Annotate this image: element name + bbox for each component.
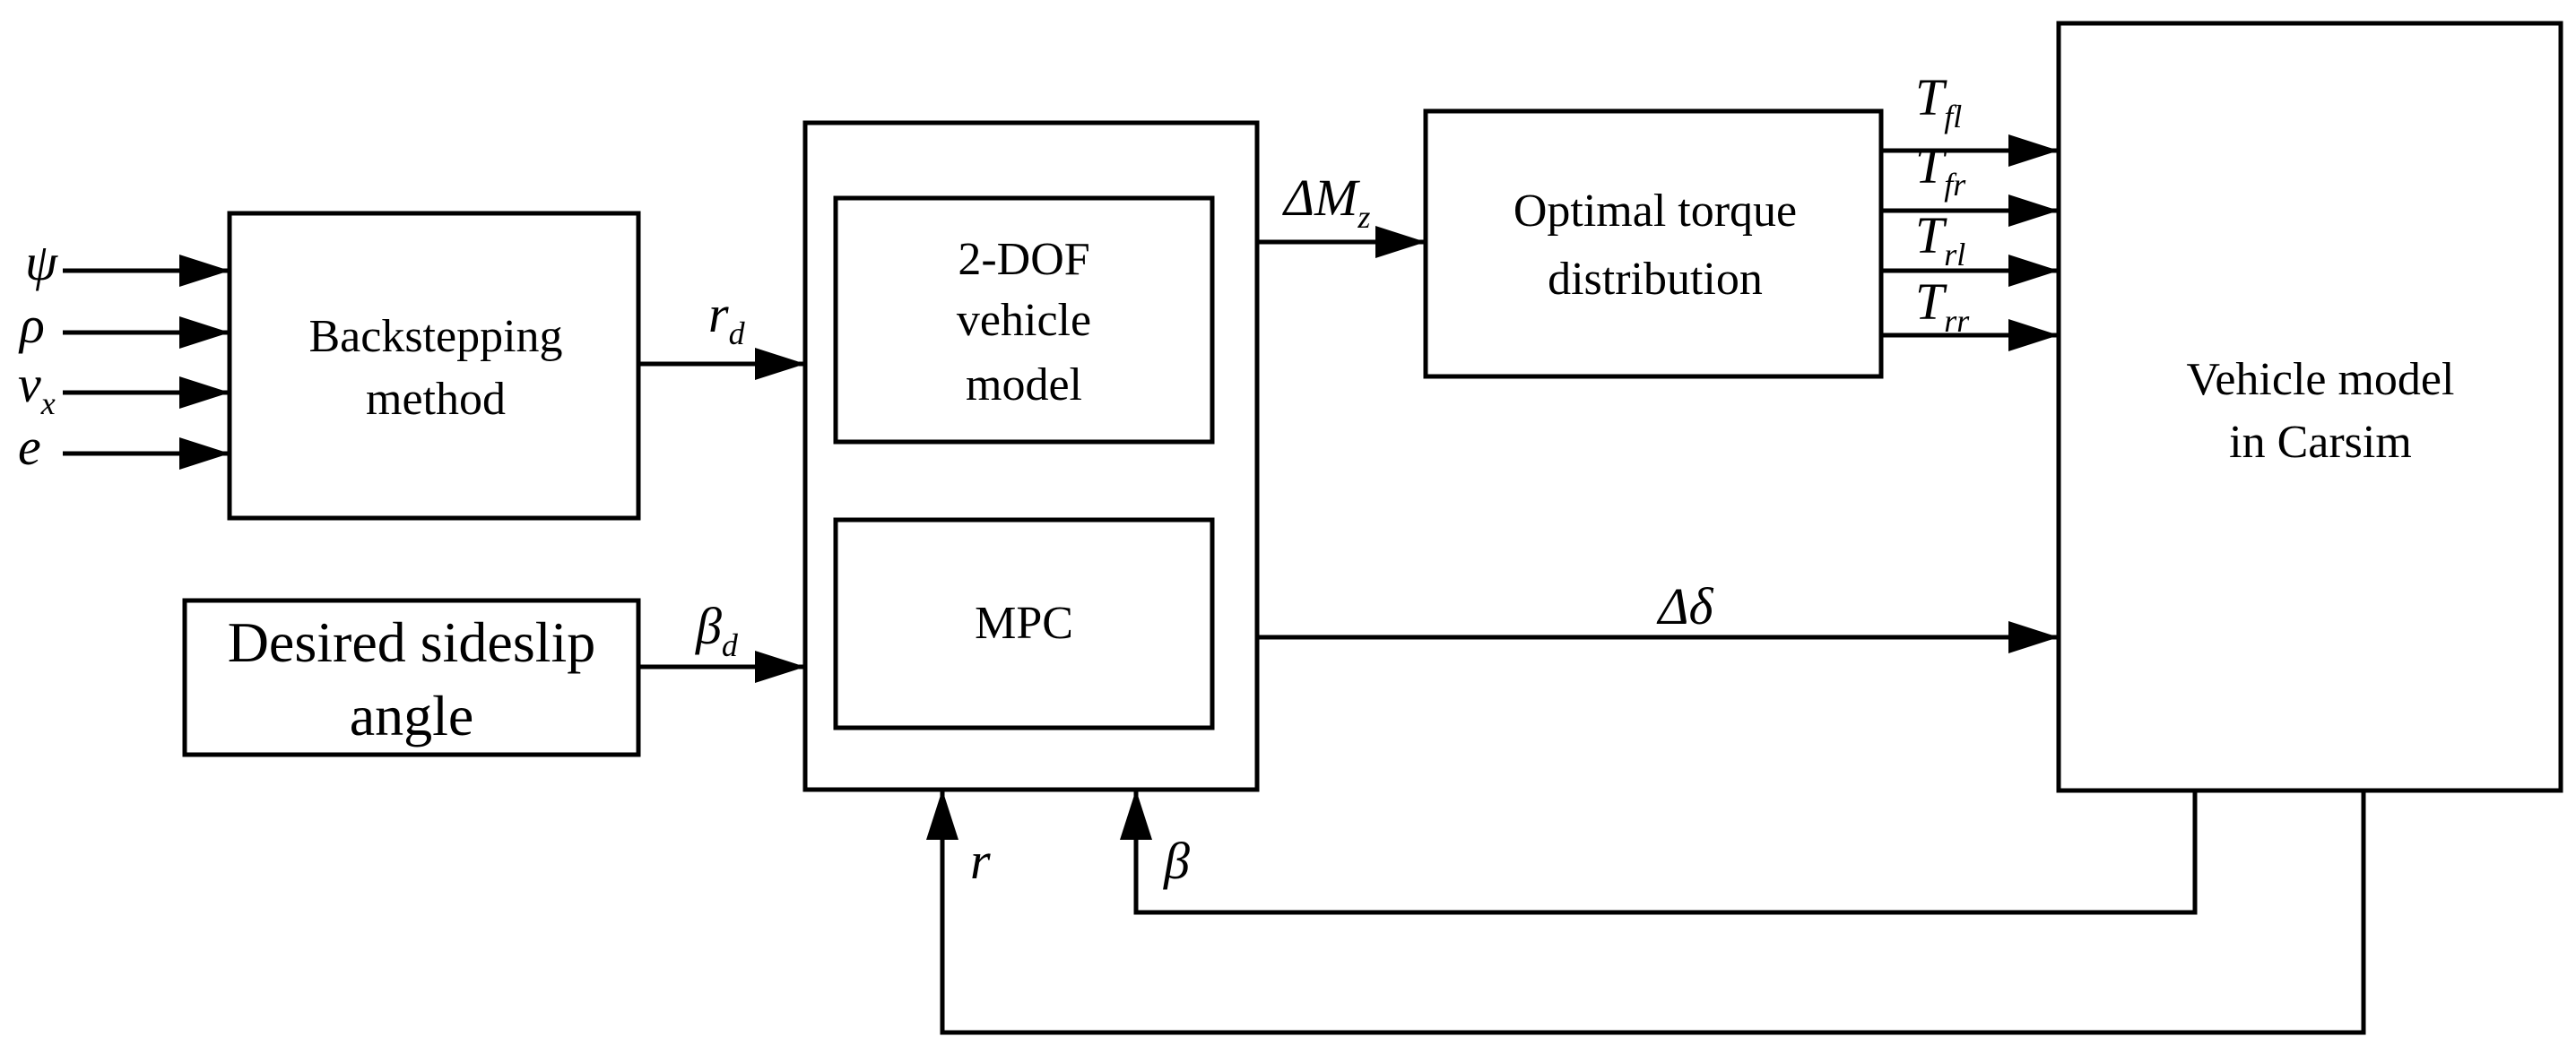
delta-mz-label: ΔMz [1282,168,1370,235]
mpc-label: MPC [975,598,1073,649]
carsim-label-line1: Vehicle model [2187,354,2455,405]
r-feedback-line [926,790,2366,1035]
desired-sideslip-label-line1: Desired sideslip [228,610,596,674]
torque-fr-label: Tfr [1915,136,1966,203]
torque-fl-label: Tfl [1915,68,1962,134]
desired-sideslip-block [182,598,641,757]
input-vx-label: vx [18,355,56,421]
dof-model-block [833,195,1215,445]
carsim-vehicle-block [2056,21,2563,793]
input-psi-label: ψ [25,233,58,291]
backstepping-label-line1: Backstepping [308,311,562,362]
beta-feedback-line [1120,790,2198,915]
desired-sideslip-label-line2: angle [350,684,474,747]
carsim-label-line2: in Carsim [2229,417,2412,468]
input-e-label: e [18,418,41,476]
dof-model-label-line2: vehicle [957,295,1091,346]
torque-distribution-label-line1: Optimal torque [1514,186,1797,237]
torque-distribution-block [1423,108,1884,379]
delta-delta-label: Δδ [1656,577,1713,635]
input-rho-label: ρ [18,296,45,354]
dof-model-label-line1: 2-DOF [958,234,1089,285]
dof-model-label-line3: model [966,359,1082,410]
torque-distribution-label-line2: distribution [1548,254,1763,305]
rd-label: rd [708,285,746,351]
betad-label: βd [695,597,739,663]
torque-rr-label: Trr [1915,272,1970,339]
torque-rl-label: Trl [1915,206,1965,272]
beta-feedback-label: β [1163,832,1190,890]
mpc-block [833,517,1215,730]
backstepping-label-line2: method [366,374,506,425]
r-feedback-label: r [970,832,991,890]
backstepping-block [227,211,641,521]
